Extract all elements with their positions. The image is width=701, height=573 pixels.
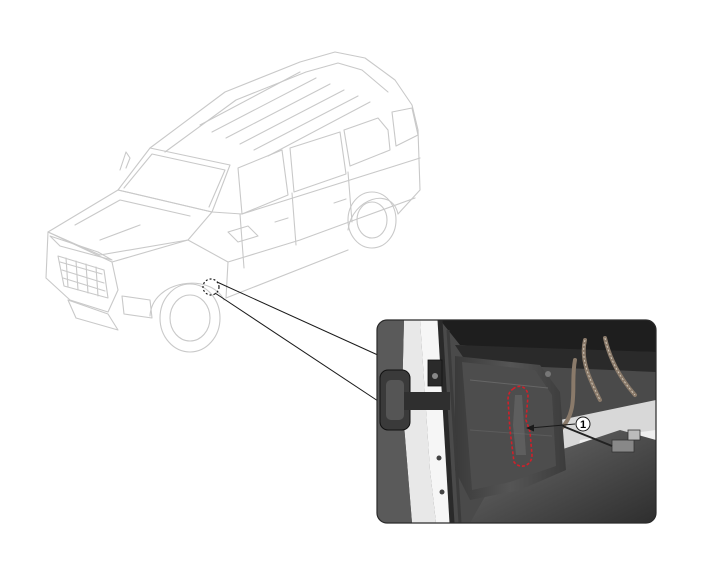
suv-line-art [45,51,421,353]
highlight-outline [507,385,533,467]
callout-1: 1 [526,416,591,432]
photo-frame [376,319,657,524]
callout-1-number: 1 [580,419,586,431]
dashed-circle-marker [202,278,220,296]
detail-photo [376,319,657,524]
leader-lines [214,281,381,402]
